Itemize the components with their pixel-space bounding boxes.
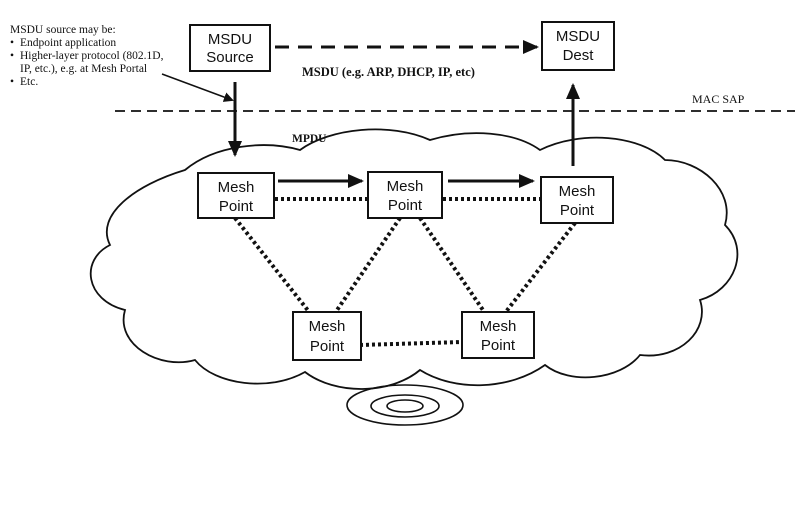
- svg-text:Point: Point: [310, 338, 345, 355]
- mesh-point-box: Mesh Point: [292, 311, 362, 361]
- msdu-dest-box: MSDU Dest: [541, 21, 615, 71]
- mesh-point-box: Mesh Point: [540, 176, 614, 224]
- mesh-link: [503, 221, 577, 315]
- msdu-source-note: MSDU source may be: Endpoint application…: [10, 24, 170, 89]
- svg-text:MSDU: MSDU: [208, 31, 252, 48]
- svg-text:MSDU: MSDU: [556, 28, 600, 45]
- svg-text:Point: Point: [560, 202, 595, 219]
- radio-rings-icon: [346, 384, 464, 426]
- mac-sap-label: MAC SAP: [692, 92, 745, 106]
- svg-text:Mesh: Mesh: [218, 179, 255, 196]
- svg-text:Point: Point: [219, 198, 254, 215]
- mesh-link: [359, 340, 463, 347]
- mesh-link: [418, 216, 487, 315]
- svg-text:Mesh: Mesh: [559, 183, 596, 200]
- msdu-source-note-list: Endpoint application Higher-layer protoc…: [10, 37, 170, 89]
- mesh-link: [333, 216, 402, 315]
- msdu-source-note-item: Etc.: [10, 76, 170, 89]
- svg-text:Point: Point: [481, 337, 516, 354]
- note-pointer-arrow: [161, 73, 234, 102]
- svg-text:Source: Source: [206, 49, 254, 66]
- svg-text:Mesh: Mesh: [387, 178, 424, 195]
- msdu-source-box: MSDU Source: [189, 24, 271, 72]
- svg-text:Mesh: Mesh: [309, 318, 346, 335]
- msdu-source-note-item: Endpoint application: [10, 37, 170, 50]
- mesh-links: [233, 197, 577, 347]
- svg-text:Mesh: Mesh: [480, 318, 517, 335]
- mesh-link: [233, 216, 312, 315]
- mesh-point-box: Mesh Point: [197, 172, 275, 219]
- mpdu-label: MPDU: [292, 133, 327, 145]
- mesh-point-box: Mesh Point: [367, 171, 443, 219]
- mesh-cloud: [89, 128, 739, 390]
- mesh-point-box: Mesh Point: [461, 311, 535, 359]
- svg-text:Point: Point: [388, 197, 423, 214]
- msdu-label: MSDU (e.g. ARP, DHCP, IP, etc): [302, 65, 475, 79]
- msdu-source-note-item: Higher-layer protocol (802.1D, IP, etc.)…: [10, 50, 170, 76]
- svg-text:Dest: Dest: [563, 47, 595, 64]
- msdu-source-note-heading: MSDU source may be:: [10, 24, 116, 36]
